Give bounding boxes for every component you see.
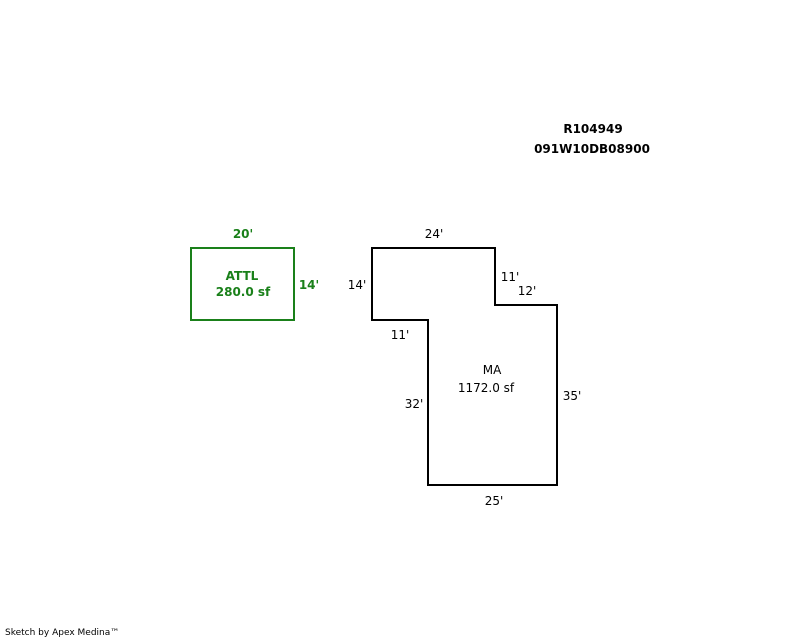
ma-code-label: MA: [483, 363, 502, 377]
ma-dim-left-upper: 14': [348, 278, 367, 292]
ma-area-label: 1172.0 sf: [458, 381, 515, 395]
ma-dim-top: 24': [425, 227, 444, 241]
ma-dim-inner-left: 11': [391, 328, 410, 342]
attl-outline: [190, 247, 295, 321]
ma-dim-step-over: 12': [518, 284, 537, 298]
attl-code-label: ATTL: [226, 269, 259, 283]
attl-dim-top: 20': [233, 227, 253, 241]
ma-outline: [371, 247, 558, 486]
account-id: R104949: [563, 122, 622, 136]
ma-dim-step-down: 11': [501, 270, 520, 284]
attl-dim-right: 14': [299, 278, 319, 292]
sketch-credit: Sketch by Apex Medina™: [5, 628, 120, 638]
map-tax-lot: 091W10DB08900: [534, 142, 650, 156]
ma-dim-right: 35': [563, 389, 582, 403]
ma-dim-bottom: 25': [485, 494, 504, 508]
ma-dim-left-lower: 32': [405, 397, 424, 411]
attl-area-label: 280.0 sf: [216, 285, 271, 299]
